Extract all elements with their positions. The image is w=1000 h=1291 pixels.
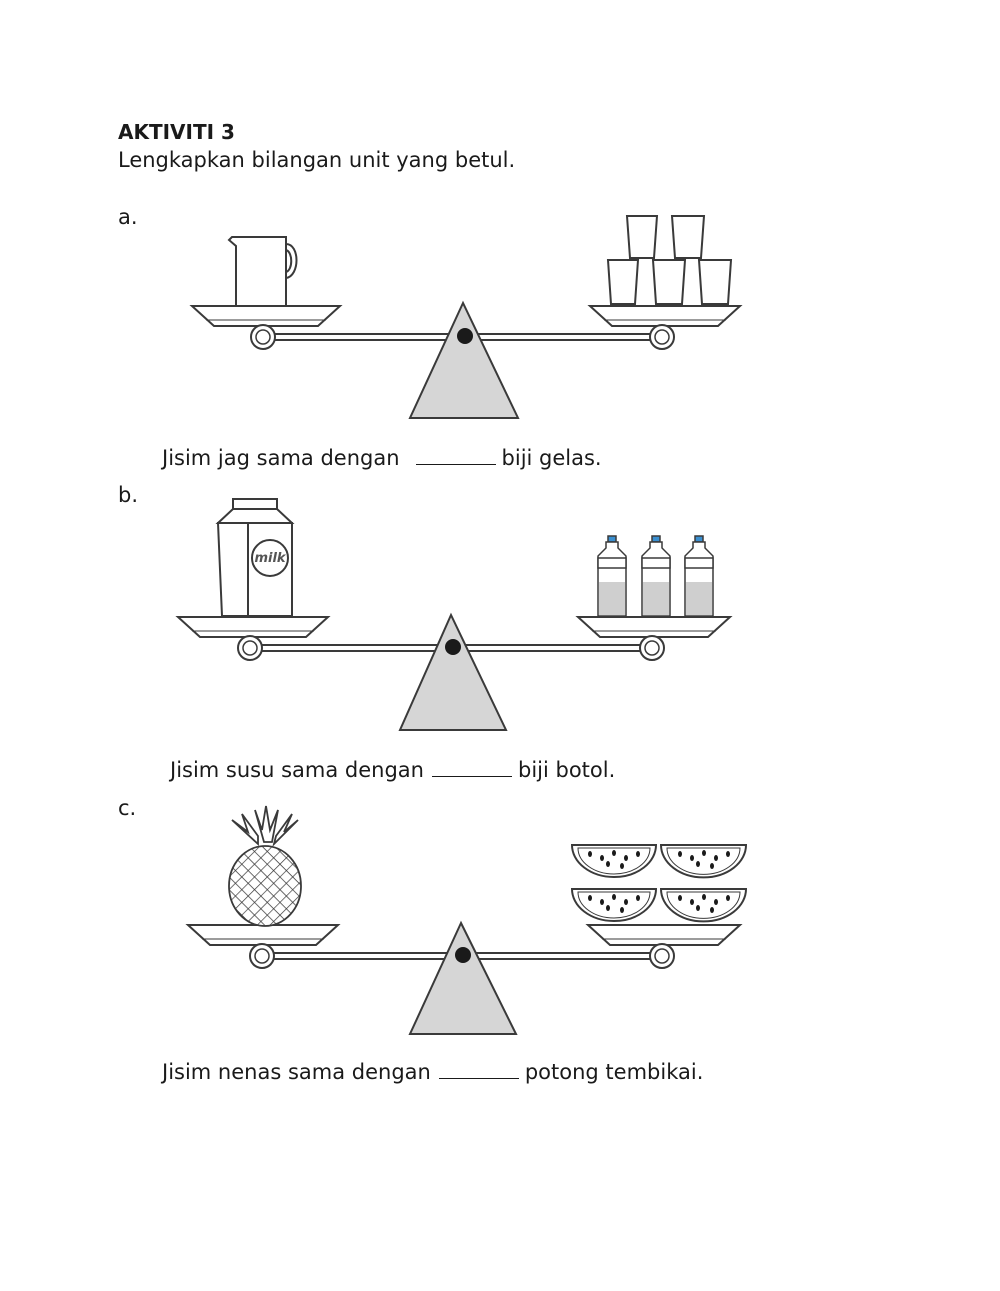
pivot	[455, 947, 471, 963]
answer-blank-a[interactable]	[415, 446, 496, 465]
milk-label: milk	[254, 551, 286, 566]
sentence-end: potong tembikai.	[524, 1060, 704, 1084]
water-bottle-icons	[597, 535, 714, 617]
sentence-start: Jisim susu sama dengan	[170, 758, 424, 782]
question-b-sentence: Jisim susu sama dengan biji botol.	[170, 758, 615, 782]
left-pan	[185, 924, 341, 969]
glass-icons	[606, 215, 733, 305]
sentence-start: Jisim nenas sama dengan	[162, 1060, 431, 1084]
pineapple-icon	[228, 805, 302, 927]
balance-scale-c	[185, 805, 748, 1035]
balance-scale-b: milk	[175, 498, 733, 731]
sentence-end: biji botol.	[518, 758, 616, 782]
left-pan	[175, 616, 331, 661]
question-c-label: c.	[118, 796, 137, 820]
answer-blank-b[interactable]	[432, 758, 512, 777]
fulcrum	[398, 612, 508, 731]
sentence-start: Jisim jag sama dengan	[162, 446, 400, 470]
sentence-end: biji gelas.	[501, 446, 602, 470]
question-a-sentence: Jisim jag sama dengan biji gelas.	[162, 446, 602, 470]
question-b-label: b.	[118, 483, 139, 507]
question-c-sentence: Jisim nenas sama dengan potong tembikai.	[162, 1060, 703, 1084]
right-pan	[585, 924, 743, 969]
balance-scale-a	[189, 215, 743, 419]
left-pan	[189, 305, 343, 350]
jug-icon	[227, 236, 298, 307]
right-pan	[587, 305, 743, 350]
watermelon-seeds	[588, 850, 730, 913]
pivot	[457, 328, 473, 344]
pivot	[445, 639, 461, 655]
fulcrum	[408, 300, 520, 419]
worksheet-title: AKTIVITI 3	[118, 120, 235, 144]
fulcrum	[408, 920, 518, 1035]
right-pan	[575, 616, 733, 661]
worksheet-instruction: Lengkapkan bilangan unit yang betul.	[118, 148, 516, 172]
watermelon-slice-icons	[570, 844, 748, 923]
answer-blank-c[interactable]	[438, 1060, 519, 1079]
question-a-label: a.	[118, 205, 138, 229]
milk-carton-icon	[215, 498, 295, 617]
